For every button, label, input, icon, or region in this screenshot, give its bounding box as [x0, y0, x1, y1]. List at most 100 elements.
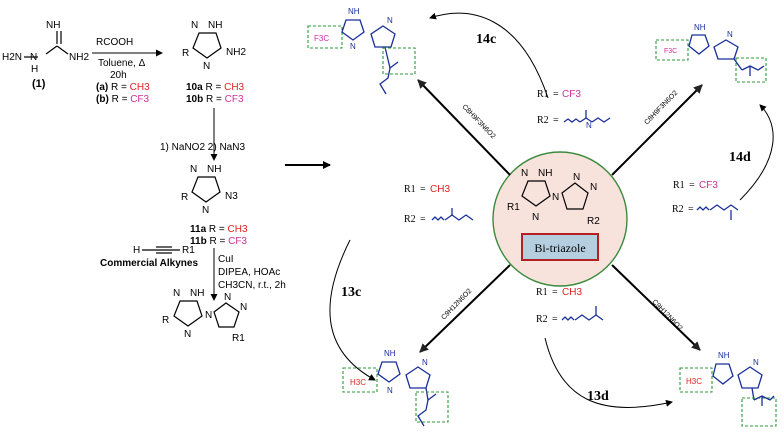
compound-10-structure: NH N R N NH2 [182, 20, 246, 72]
svg-text:R1: R1 [232, 333, 245, 344]
product-10a: 10a R = CH3 [186, 82, 245, 93]
step3-solvent: CH3CN, r.t., 2h [218, 280, 286, 291]
substituent-13d: R1 = CH3 R2 = [536, 287, 604, 325]
svg-text:R2: R2 [404, 214, 416, 225]
curve-14d [739, 104, 774, 201]
spoke-top-right [611, 84, 703, 176]
compound-label-13d: 13d [587, 389, 609, 404]
triazole10-nh: NH [208, 20, 222, 31]
svg-text:N: N [521, 168, 528, 179]
svg-text:NH: NH [190, 288, 204, 299]
svg-text:=: = [552, 287, 558, 298]
svg-text:=: = [688, 204, 694, 215]
svg-text:N: N [224, 292, 231, 303]
svg-text:=: = [553, 115, 559, 126]
svg-text:R1: R1 [536, 287, 548, 298]
spoke-bottom-left [419, 264, 511, 353]
structure-14d: F3C NH N [655, 23, 767, 83]
substituent-13c: R1 = CH3 R2 = [404, 184, 474, 225]
svg-text:NH: NH [718, 351, 730, 360]
svg-text:CF3: CF3 [699, 180, 718, 191]
svg-text:R1: R1 [537, 89, 549, 100]
svg-text:R1: R1 [673, 180, 685, 191]
svg-text:NH: NH [207, 164, 221, 175]
spoke-formula-bottom-right: C9H12N6O2 [651, 299, 684, 333]
center-hub: NH N R1 N N N N R2 Bi-triazole [492, 151, 628, 287]
svg-text:NH: NH [384, 349, 396, 358]
triazole10-n: N [191, 20, 198, 31]
svg-text:N: N [387, 386, 393, 395]
svg-text:H3C: H3C [350, 378, 366, 387]
step3-base: DIPEA, HOAc [218, 267, 280, 278]
svg-text:N: N [387, 16, 393, 25]
svg-text:N: N [552, 192, 559, 203]
product-11b: 11b R = CF3 [190, 236, 247, 247]
alkyne-reagent: H R1 Commercial Alkynes [100, 245, 198, 269]
svg-text:N: N [240, 302, 247, 313]
alkyne-label: Commercial Alkynes [100, 258, 198, 269]
svg-text:N: N [205, 310, 212, 321]
step1-time: 20h [110, 70, 127, 81]
guanidine-h: H [31, 64, 38, 75]
svg-text:N: N [753, 358, 759, 367]
step1-arrow-group: RCOOH Toluene, Δ 20h (a) R = CH3 (b) R =… [92, 37, 163, 105]
triazole10-nh2: NH2 [226, 47, 246, 58]
triazole10-n2: N [203, 61, 210, 72]
svg-text:R2: R2 [672, 204, 684, 215]
svg-text:N: N [573, 172, 580, 183]
compound-label-14d: 14d [729, 150, 751, 165]
guanidine-structure: NH NH2 N H2N H (1) [2, 20, 89, 90]
compound-1-label: (1) [32, 78, 46, 90]
structure-13c: H3C NH N N [342, 349, 449, 427]
spoke-bottom-right [611, 264, 701, 351]
svg-text:N: N [532, 212, 539, 223]
spoke-formula-top-right: C8H9F3N6O2 [643, 90, 679, 127]
svg-text:CH3: CH3 [430, 184, 450, 195]
substituent-14d: R1 = CF3 R2 = [672, 180, 739, 220]
svg-text:R1: R1 [404, 184, 416, 195]
curve-14c [429, 12, 549, 99]
svg-text:R2: R2 [536, 314, 548, 325]
svg-text:N: N [727, 30, 733, 39]
compound-label-14c: 14c [476, 32, 496, 47]
curve-13c [329, 239, 376, 381]
triazole10-r: R [182, 48, 189, 59]
product-10b: 10b R = CF3 [186, 94, 244, 105]
guanidine-h2n: H2N [2, 52, 22, 63]
svg-text:=: = [552, 314, 558, 325]
center-label-box [521, 233, 599, 261]
svg-text:N: N [590, 182, 597, 193]
svg-text:N: N [422, 358, 428, 367]
step3-catalyst: CuI [218, 254, 234, 265]
svg-text:=: = [553, 89, 559, 100]
svg-text:=: = [420, 184, 426, 195]
substituent-14c: R1 = CF3 R2 = N [537, 89, 611, 130]
svg-text:=: = [689, 180, 695, 191]
svg-text:NH: NH [348, 7, 360, 16]
svg-text:NH: NH [694, 23, 706, 32]
product-11a: 11a R = CH3 [190, 224, 248, 235]
spoke-top-left [417, 79, 511, 176]
svg-text:=: = [420, 214, 426, 225]
svg-text:R: R [181, 192, 188, 203]
svg-text:N: N [586, 121, 592, 130]
structure-13d: H3C NH N [679, 351, 777, 427]
svg-text:R1: R1 [507, 202, 520, 213]
svg-text:F3C: F3C [664, 48, 677, 55]
curve-13d [544, 337, 673, 409]
compound-label-13c: 13c [341, 285, 361, 300]
svg-text:R: R [162, 315, 169, 326]
svg-text:R2: R2 [537, 115, 549, 126]
step1-reagent: RCOOH [96, 37, 133, 48]
option-b: (b) R = CF3 [96, 94, 150, 105]
svg-text:CH3: CH3 [562, 287, 582, 298]
center-circle [492, 151, 628, 287]
svg-text:H: H [133, 245, 140, 256]
svg-text:N: N [202, 205, 209, 216]
svg-text:R2: R2 [587, 216, 600, 227]
compound-11-structure: NH N R N N3 [181, 164, 238, 216]
step1-conditions: Toluene, Δ [98, 58, 146, 69]
structure-14c: F3C NH N N [307, 7, 416, 95]
svg-text:NH: NH [538, 168, 552, 179]
